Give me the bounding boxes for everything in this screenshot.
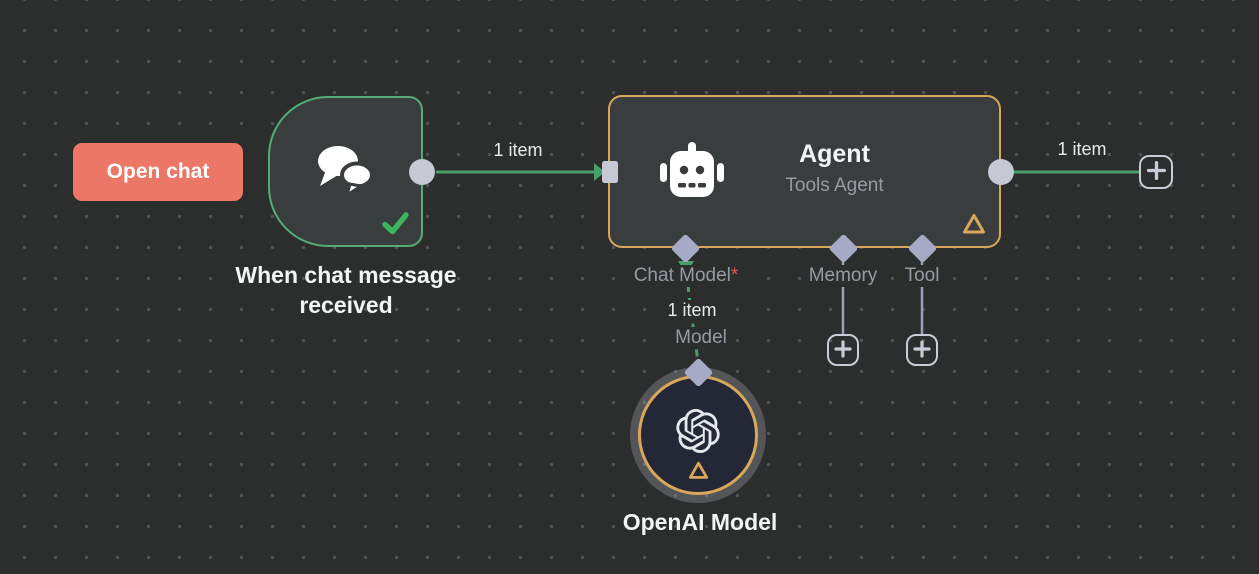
edge-arrow-right-icon: [594, 163, 605, 181]
open-chat-button[interactable]: Open chat: [73, 143, 243, 201]
success-check-icon: [382, 212, 409, 235]
required-asterisk: *: [730, 265, 739, 286]
openai-node-body[interactable]: [638, 375, 758, 495]
edge-label-trigger-to-agent: 1 item: [493, 140, 543, 160]
output-port-trigger[interactable]: [409, 159, 435, 185]
tool-port-label: Tool: [900, 265, 944, 287]
output-port-agent[interactable]: [988, 159, 1014, 185]
model-output-label: Model: [671, 327, 731, 349]
openai-logo-icon: [676, 409, 720, 454]
edge-label-agent-to-next: 1 item: [1057, 139, 1107, 159]
node-openai-model[interactable]: [630, 367, 766, 503]
warning-triangle-icon: [688, 461, 709, 480]
memory-port-label: Memory: [804, 265, 882, 287]
plus-icon: [912, 339, 932, 362]
chat-model-port-label: Chat Model*: [629, 265, 743, 287]
warning-triangle-icon: [962, 213, 986, 235]
agent-node-title: Agent: [799, 140, 870, 168]
agent-node-subtitle: Tools Agent: [785, 175, 884, 196]
add-memory-button[interactable]: [827, 334, 859, 366]
plus-icon: [1146, 160, 1167, 184]
node-agent[interactable]: Agent Tools Agent: [608, 95, 1001, 248]
chat-bubbles-icon: [312, 144, 378, 200]
openai-node-label: OpenAI Model: [622, 509, 778, 535]
input-port-agent[interactable]: [602, 161, 618, 183]
node-chat-trigger[interactable]: [268, 96, 423, 247]
robot-icon: [660, 142, 724, 204]
add-tool-button[interactable]: [906, 334, 938, 366]
add-next-node-button[interactable]: [1139, 155, 1173, 189]
chat-model-text: Chat Model: [633, 265, 731, 286]
plus-icon: [833, 339, 853, 362]
edge-label-model-to-agent: 1 item: [663, 300, 721, 321]
trigger-node-label: When chat message received: [235, 262, 457, 318]
